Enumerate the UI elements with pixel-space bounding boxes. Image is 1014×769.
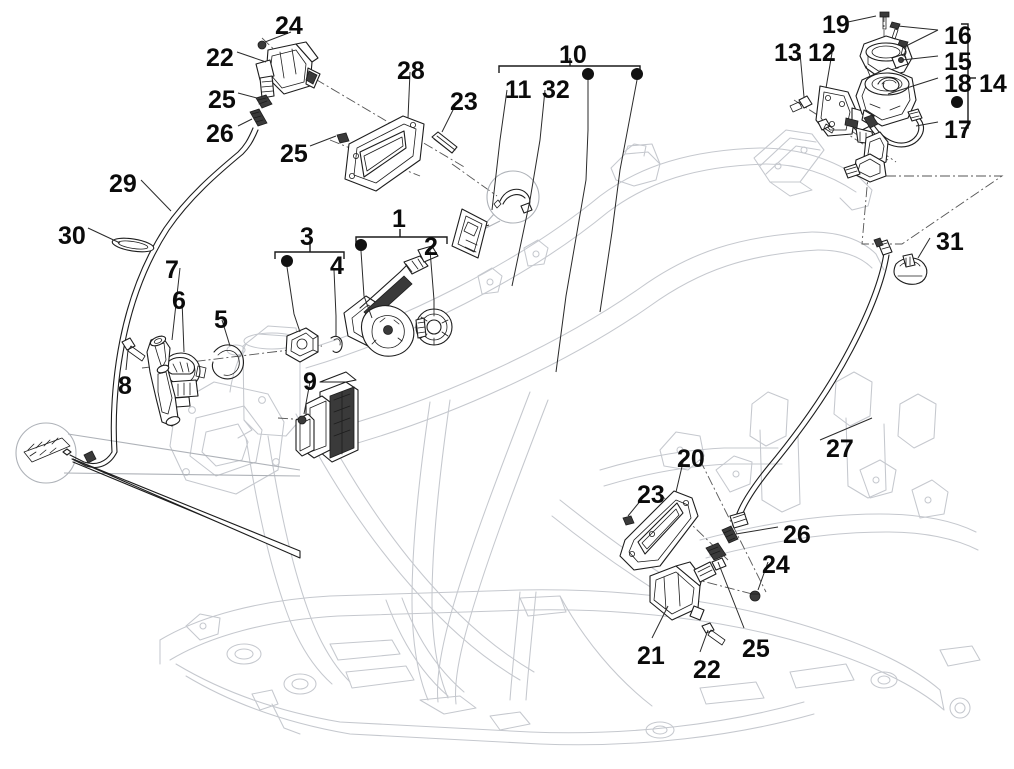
callout-1: 1	[392, 205, 406, 233]
scooter-frame-ghost	[159, 129, 981, 746]
part-5-clip	[211, 344, 244, 380]
part-9-fuse-box	[295, 371, 359, 463]
part-7-lock-lever	[146, 335, 181, 427]
callout-13: 13	[774, 39, 802, 67]
callout-4: 4	[330, 252, 344, 280]
callout-31: 31	[936, 228, 964, 256]
detail-bubble-left	[15, 422, 301, 559]
callout-17: 17	[944, 116, 972, 144]
callout-24-lower: 24	[762, 551, 790, 579]
part-13-screw	[789, 95, 813, 113]
callout-14: 14	[979, 70, 1007, 98]
callout-5: 5	[214, 306, 228, 334]
bracket-3	[274, 244, 345, 336]
callout-20: 20	[677, 445, 705, 473]
callout-23-lower: 23	[637, 481, 665, 509]
bracket-1	[355, 229, 448, 319]
callout-12: 12	[808, 39, 836, 67]
callout-19: 19	[822, 11, 850, 39]
part-28-bracket	[336, 115, 458, 192]
callout-22-lower: 22	[693, 656, 721, 684]
callout-21: 21	[637, 642, 665, 670]
callout-25-upper-a: 25	[208, 86, 236, 114]
part-latch-plate	[451, 208, 488, 259]
callout-9: 9	[303, 368, 317, 396]
part-20-bracket-lower	[619, 490, 699, 571]
callout-25-upper-b: 25	[280, 140, 308, 168]
callout-32: 32	[542, 76, 570, 104]
callout-24-upper: 24	[275, 12, 303, 40]
callout-16: 16	[944, 22, 972, 50]
part-4-clip	[330, 335, 343, 353]
callout-10: 10	[559, 41, 587, 69]
callout-6: 6	[172, 287, 186, 315]
part-22-actuator-upper	[69, 40, 321, 469]
callout-29: 29	[109, 170, 137, 198]
part-12-latch-assembly	[815, 85, 875, 145]
callout-30: 30	[58, 222, 86, 250]
callout-27: 27	[826, 435, 854, 463]
part-31-cable-end	[893, 253, 928, 285]
part-27-cable	[729, 237, 893, 529]
callout-3: 3	[300, 223, 314, 251]
callout-8: 8	[118, 372, 132, 400]
part-8-screw	[121, 337, 146, 362]
bracket-14	[887, 23, 976, 129]
callout-28: 28	[397, 57, 425, 85]
callout-18: 18	[944, 70, 972, 98]
part-2-lock-cylinder	[415, 308, 453, 346]
callout-23-upper: 23	[450, 88, 478, 116]
callout-7: 7	[165, 256, 179, 284]
callout-26-lower: 26	[783, 521, 811, 549]
part-6-ignition-switch	[161, 352, 207, 408]
callout-15: 15	[944, 48, 972, 76]
callout-25-lower: 25	[742, 635, 770, 663]
bracket-10	[491, 58, 643, 373]
callout-2: 2	[424, 233, 438, 261]
part-21-actuator-lower	[649, 525, 761, 646]
callout-11: 11	[505, 76, 532, 104]
leader-lines	[87, 15, 931, 653]
callout-22-upper: 22	[206, 44, 234, 72]
part-14-lock-group	[843, 11, 925, 183]
part-1-lock-barrel-assembly	[343, 245, 439, 357]
callout-26-upper: 26	[206, 120, 234, 148]
part-3-lock-collar	[285, 327, 319, 363]
